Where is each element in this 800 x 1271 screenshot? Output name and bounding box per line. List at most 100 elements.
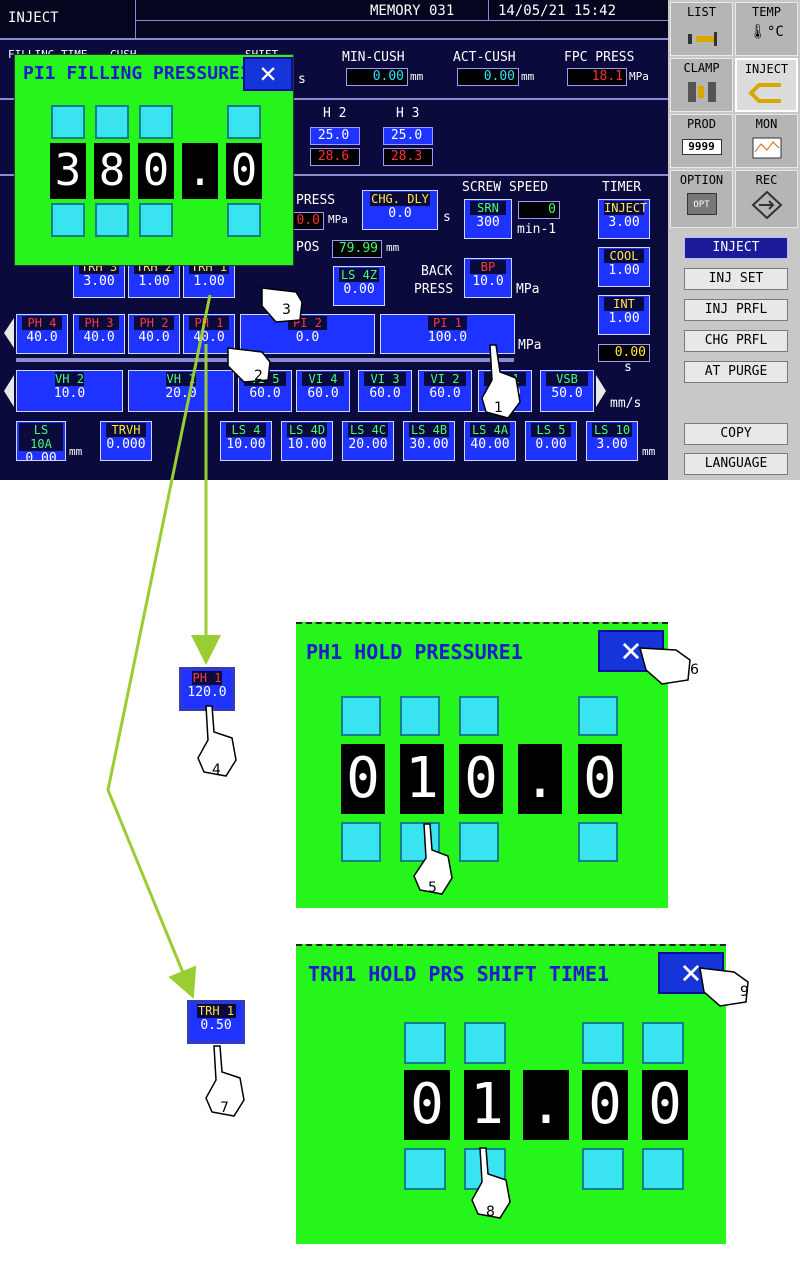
mon-button[interactable]: MON [735,114,798,168]
rec-button[interactable]: REC [735,170,798,228]
trh1-digit1-down-key[interactable] [404,1148,446,1190]
pi1-digit2-up-key[interactable] [95,105,129,139]
ph1-digit1-down-key[interactable] [341,822,381,862]
memory-number: MEMORY 031 [370,3,455,19]
option-button[interactable]: OPTION OPT [670,170,733,228]
ls4c-tag[interactable]: LS 4C 20.00 [342,421,394,461]
chg-dly-tag[interactable]: CHG. DLY 0.0 [362,190,438,230]
trh1-zoom-tag[interactable]: TRH 1 0.50 [187,1000,245,1044]
trh1-digit4-down-key[interactable] [582,1148,624,1190]
ls10a-tag[interactable]: LS 10A 0.00 [16,421,66,461]
vh2-tag[interactable]: VH 2 10.0 [16,370,123,412]
ph3-tag[interactable]: PH 3 40.0 [73,314,125,354]
vh1-tag[interactable]: VH 1 20.0 [128,370,234,412]
velocity-right-arrow-icon[interactable] [596,375,606,407]
velocity-left-arrow-icon[interactable] [4,375,14,407]
trh1-digit-2: 1 [464,1070,510,1140]
list-button[interactable]: LIST [670,2,733,56]
ls4z-tag[interactable]: LS 4Z 0.00 [333,266,385,306]
h3-set-value[interactable]: 25.0 [383,127,433,145]
vsb-tag[interactable]: VSB 50.0 [540,370,594,412]
pi1-value: 100.0 [427,330,468,345]
trh1-digit2-up-key[interactable] [464,1022,506,1064]
trh1-digit4-up-key[interactable] [582,1022,624,1064]
h2-set-value[interactable]: 25.0 [310,127,360,145]
timer-cool-value: 1.00 [608,263,640,278]
srn-tag[interactable]: SRN 300 [464,199,512,239]
act-cush-label: ACT-CUSH [453,50,516,65]
vi4-tag[interactable]: VI 4 60.0 [296,370,350,412]
ph1-digit3-up-key[interactable] [459,696,499,736]
vi4-label: VI 4 [302,372,344,386]
pi2-tag[interactable]: PI 2 0.0 [240,314,375,354]
ph1-keypad-popup: PH1 HOLD PRESSURE1 ✕ 0 1 0 . 0 [296,622,668,908]
ls4b-tag[interactable]: LS 4B 30.00 [403,421,455,461]
pi1-digit5-up-key[interactable] [227,105,261,139]
trh1-digit-1: 0 [404,1070,450,1140]
timer-int-tag[interactable]: INT 1.00 [598,295,650,335]
ph4-tag[interactable]: PH 4 40.0 [16,314,68,354]
trvh-tag[interactable]: TRVH 0.000 [100,421,152,461]
ls4a-tag[interactable]: LS 4A 40.00 [464,421,516,461]
clamp-button[interactable]: CLAMP [670,58,733,112]
title-bar: INJECT MEMORY 031 14/05/21 15:42 [0,0,668,40]
vi2-tag[interactable]: VI 2 60.0 [418,370,472,412]
pi1-digit3-down-key[interactable] [139,203,173,237]
timer-unit: s [624,360,632,375]
h2-label: H 2 [323,106,347,121]
pi1-digit1-down-key[interactable] [51,203,85,237]
scroll-left-arrow-icon[interactable] [4,318,14,348]
ph1-tag[interactable]: PH 1 40.0 [183,314,235,354]
ph1-digit3-down-key[interactable] [459,822,499,862]
ls4b-label: LS 4B [409,423,449,437]
ls4a-value: 40.00 [470,437,510,452]
copy-button[interactable]: COPY [684,423,788,445]
trh1-digit5-up-key[interactable] [642,1022,684,1064]
trh1-digit1-up-key[interactable] [404,1022,446,1064]
prod-button[interactable]: PROD 9999 [670,114,733,168]
menu-inject[interactable]: INJECT [684,237,788,259]
menu-at-purge[interactable]: AT PURGE [684,361,788,383]
ls4c-label: LS 4C [348,423,388,437]
pi1-label: PI 1 [427,316,468,330]
trh2-value: 1.00 [138,274,170,289]
rec-button-label: REC [755,173,778,187]
inject-button[interactable]: INJECT [735,58,798,112]
vh1-label: VH 1 [166,372,196,386]
trh1-decimal-point: . [523,1070,569,1140]
timer-title: TIMER [602,180,642,195]
menu-inj-prfl[interactable]: INJ PRFL [684,299,788,321]
temp-button[interactable]: TEMP 🌡°C [735,2,798,56]
ph1-digit1-up-key[interactable] [341,696,381,736]
ph1-digit2-up-key[interactable] [400,696,440,736]
ls5-tag[interactable]: LS 5 0.00 [525,421,577,461]
bp-label: BP [469,260,507,274]
pi1-digit3-up-key[interactable] [139,105,173,139]
charge-press-value[interactable]: 0.0 [284,212,324,230]
ph2-tag[interactable]: PH 2 40.0 [128,314,180,354]
pi1-close-button[interactable]: ✕ [243,57,293,91]
ls10-tag[interactable]: LS 10 3.00 [586,421,638,461]
pi1-digit2-down-key[interactable] [95,203,129,237]
timer-cool-tag[interactable]: COOL 1.00 [598,247,650,287]
ph1-digit-3: 0 [459,744,503,814]
ls4d-tag[interactable]: LS 4D 10.00 [281,421,333,461]
ls4-tag[interactable]: LS 4 10.00 [220,421,272,461]
ph1-digit5-down-key[interactable] [578,822,618,862]
pi1-digit5-down-key[interactable] [227,203,261,237]
ls4z-label: LS 4Z [339,268,379,282]
menu-inj-set[interactable]: INJ SET [684,268,788,290]
trvh-value: 0.000 [106,437,146,452]
timer-inject-tag[interactable]: INJECT 3.00 [598,199,650,239]
ph1-digit5-up-key[interactable] [578,696,618,736]
bp-tag[interactable]: BP 10.0 [464,258,512,298]
pi1-digit1-up-key[interactable] [51,105,85,139]
ph1-zoom-label: PH 1 [192,671,222,685]
vi3-tag[interactable]: VI 3 60.0 [358,370,412,412]
language-button[interactable]: LANGUAGE [684,453,788,475]
ph1-zoom-tag[interactable]: PH 1 120.0 [179,667,235,711]
trh1-digit5-down-key[interactable] [642,1148,684,1190]
option-button-label: OPTION [679,173,724,187]
vsb-value: 50.0 [551,386,583,401]
menu-chg-prfl[interactable]: CHG PRFL [684,330,788,352]
